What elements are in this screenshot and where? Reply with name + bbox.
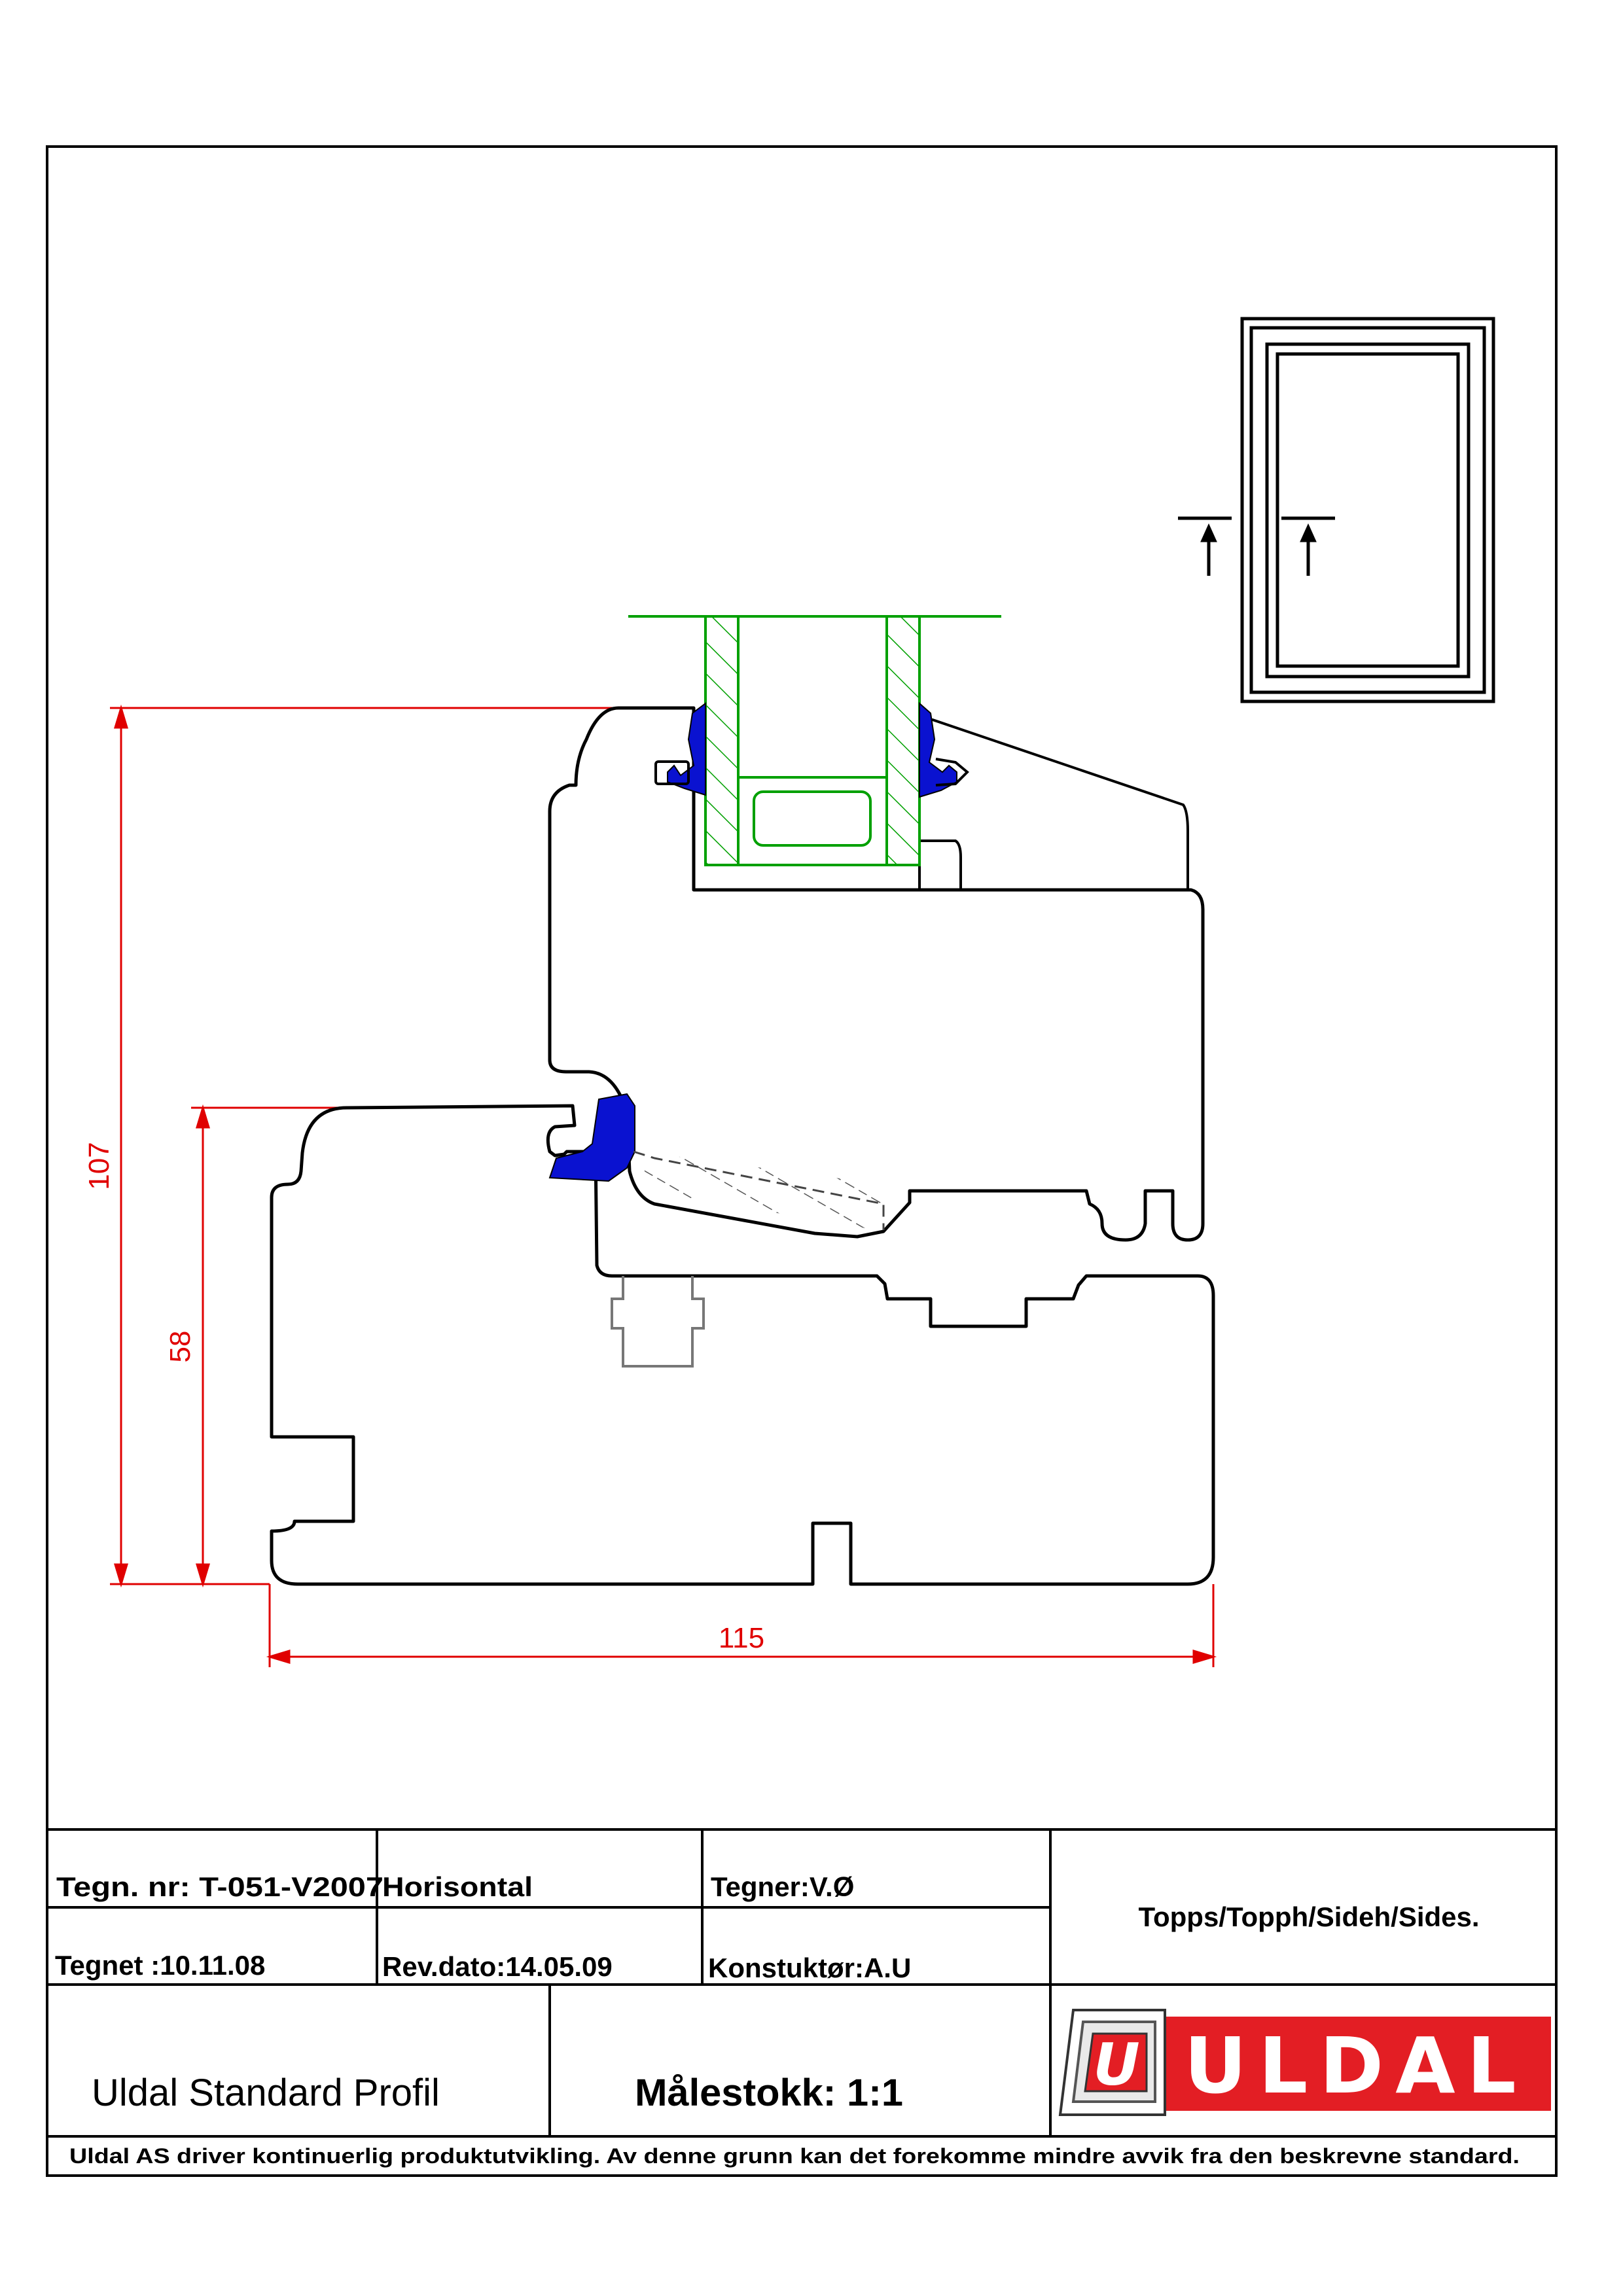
glazing-bead-outline bbox=[692, 718, 1189, 890]
title-block-grid bbox=[47, 1828, 1556, 2138]
dimension-58-label: 58 bbox=[164, 1331, 196, 1363]
drawn-date: Tegnet :10.11.08 bbox=[55, 1950, 265, 1981]
dimension-lines bbox=[110, 704, 1217, 1667]
position-label: Topps/Topph/Sideh/Sides. bbox=[1138, 1901, 1479, 1932]
orientation-label: Horisontal bbox=[382, 1871, 533, 1902]
sash-profile bbox=[548, 706, 1205, 1242]
logo-text: ULDAL bbox=[1184, 2021, 1527, 2111]
dimension-107-label: 107 bbox=[83, 1142, 115, 1190]
uldal-logo: ULDAL U bbox=[1058, 2009, 1551, 2116]
drip-rail-outline bbox=[633, 1150, 885, 1230]
gasket-holders bbox=[654, 758, 969, 786]
section-arrow-icon bbox=[1178, 516, 1335, 576]
revision-date: Rev.dato:14.05.09 bbox=[382, 1951, 613, 1982]
designer: Konstuktør:A.U bbox=[708, 1952, 911, 1983]
profile-name: Uldal Standard Profil bbox=[92, 2072, 440, 2114]
frame-profile bbox=[270, 1104, 1215, 1586]
sash-inner-line bbox=[919, 839, 962, 890]
scale-label: Målestokk: 1:1 bbox=[635, 2072, 903, 2114]
hardware-fitting bbox=[611, 1276, 705, 1368]
drawing-number: Tegn. nr: T-051-V2007 bbox=[56, 1871, 383, 1902]
disclaimer: Uldal AS driver kontinuerlig produktutvi… bbox=[69, 2144, 1520, 2168]
key-plan-window bbox=[1240, 317, 1495, 703]
logo-letter: U bbox=[1093, 2031, 1139, 2098]
drawn-by: Tegner:V.Ø bbox=[711, 1871, 854, 1902]
sheet-border bbox=[46, 145, 1558, 2177]
logo-window-icon: U bbox=[1058, 2009, 1166, 2116]
gaskets bbox=[548, 701, 957, 1182]
glass-unit bbox=[628, 615, 1001, 866]
drip-rail-hatch bbox=[641, 1152, 883, 1230]
dimension-115-label: 115 bbox=[719, 1622, 764, 1654]
